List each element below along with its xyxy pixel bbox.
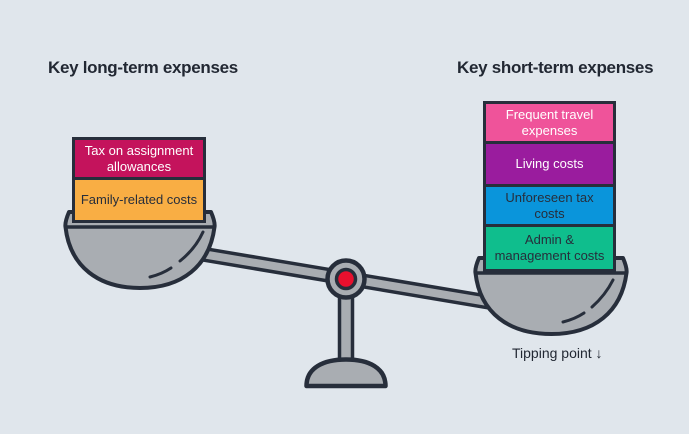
tipping-point-caption: Tipping point ↓ (512, 345, 603, 361)
expense-box: Admin & management costs (483, 224, 616, 272)
expense-box: Unforeseen tax costs (483, 184, 616, 227)
pivot-red-dot (334, 267, 358, 291)
left-pan-highlight-short (148, 266, 173, 279)
expense-box: Tax on assignment allowances (72, 137, 206, 180)
right-panel-title: Key short-term expenses (457, 58, 654, 77)
left-pan-highlight-long (178, 230, 205, 263)
right-pan-highlight-long (590, 278, 615, 309)
left-pan (63, 210, 217, 290)
expense-box: Frequent travel expenses (483, 101, 616, 144)
expense-box: Family-related costs (72, 177, 206, 223)
right-pan-highlight-short (561, 311, 586, 324)
expense-box: Living costs (483, 141, 616, 187)
stand-base (304, 357, 388, 389)
left-panel-title: Key long-term expenses (48, 58, 238, 77)
right-pan (473, 256, 629, 336)
